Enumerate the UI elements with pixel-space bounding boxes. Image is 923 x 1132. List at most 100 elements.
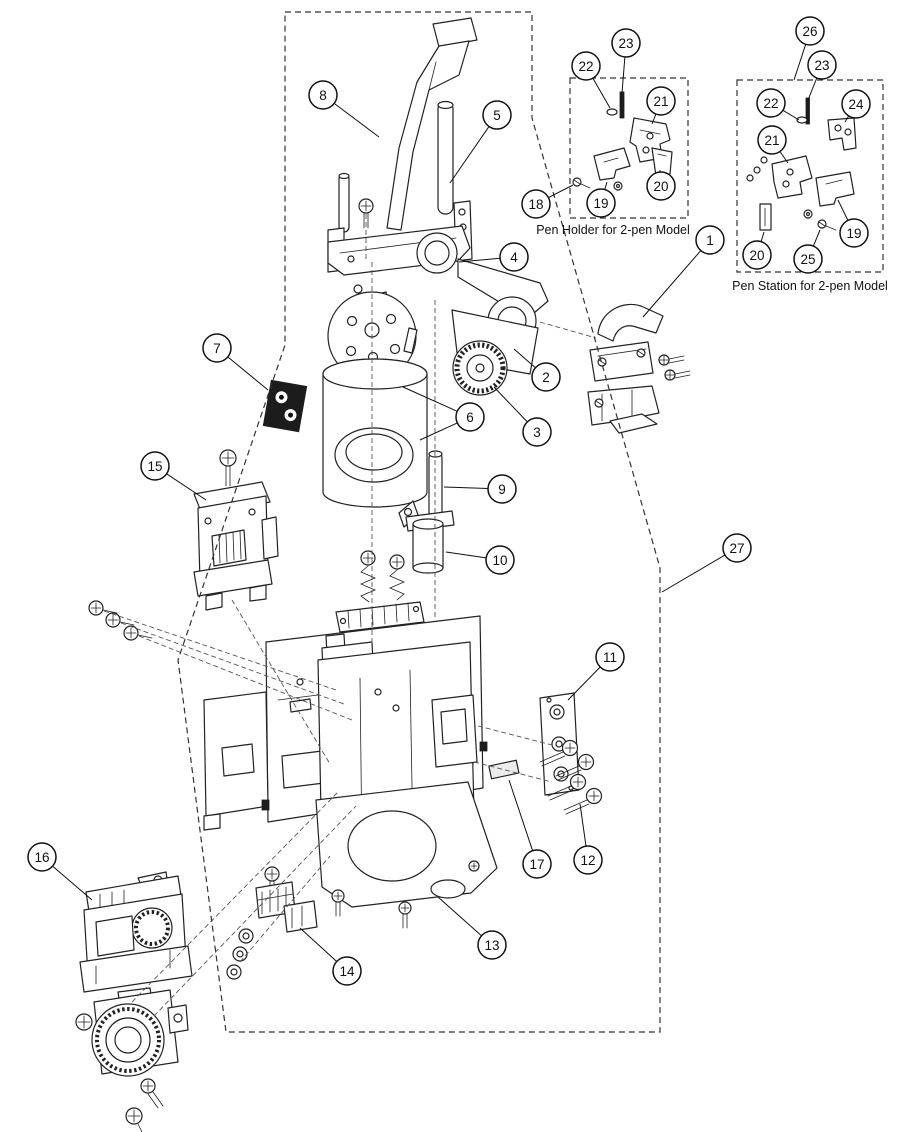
- callout-leader: [579, 803, 587, 847]
- callout-number: 27: [729, 541, 744, 556]
- callout-leader: [651, 113, 657, 125]
- callout-bubble: [807, 50, 837, 80]
- callout-bubble: [793, 244, 823, 274]
- pen-solenoid-part15: [193, 449, 279, 611]
- callout-number: 7: [213, 341, 221, 356]
- spacer-part17: [488, 759, 520, 780]
- callout-21: 21: [757, 125, 789, 164]
- callout-leader: [166, 473, 207, 501]
- callout-number: 24: [848, 97, 864, 112]
- connector-strip: [335, 601, 425, 633]
- callout-number: 13: [484, 938, 499, 953]
- callout-bubble: [742, 240, 772, 270]
- callout-8: 8: [308, 80, 380, 138]
- callout-15: 15: [140, 451, 207, 501]
- callout-number: 2: [542, 370, 550, 385]
- callout-bubble: [140, 451, 170, 481]
- callout-number: 21: [764, 133, 779, 148]
- callout-leader: [812, 229, 821, 247]
- callout-number: 19: [846, 226, 861, 241]
- pen-station-kit-parts: [746, 97, 857, 231]
- callout-leader: [779, 151, 789, 164]
- callout-12: 12: [573, 803, 603, 875]
- callout-bubble: [695, 225, 725, 255]
- callout-bubble: [611, 28, 641, 58]
- callout-leader: [592, 77, 611, 109]
- callout-number: 15: [147, 459, 162, 474]
- callout-bubble: [722, 533, 752, 563]
- callout-number: 6: [466, 410, 474, 425]
- callout-number: 4: [510, 250, 518, 265]
- callout-leader: [493, 386, 528, 423]
- callout-bubble: [482, 100, 512, 130]
- pen-holder-caption: Pen Holder for 2-pen Model: [536, 223, 690, 237]
- callout-17: 17: [508, 779, 552, 879]
- callout-22: 22: [571, 51, 611, 109]
- callout-number: 19: [593, 196, 608, 211]
- callout-leader: [567, 666, 601, 701]
- spring-screws: [359, 550, 406, 603]
- callout-5: 5: [449, 100, 512, 184]
- callout-bubble: [202, 333, 232, 363]
- callout-10: 10: [445, 545, 515, 575]
- chassis: [203, 615, 488, 873]
- callout-bubble: [586, 188, 616, 218]
- callout-leader: [760, 231, 765, 242]
- callout-bubble: [595, 642, 625, 672]
- callout-number: 10: [492, 553, 507, 568]
- callout-number: 1: [706, 233, 714, 248]
- callout-19: 19: [837, 199, 869, 248]
- callout-leader: [333, 103, 380, 138]
- drive-motor: [451, 309, 539, 396]
- bearing-ring: [416, 232, 458, 274]
- callout-bubble: [795, 16, 825, 46]
- callout-20: 20: [646, 169, 676, 201]
- optical-assembly-part16: [75, 871, 193, 1132]
- callout-24: 24: [841, 89, 871, 123]
- callout-4: 4: [458, 242, 529, 272]
- callout-18: 18: [521, 184, 574, 219]
- callout-leader: [621, 56, 626, 94]
- callout-bubble: [841, 89, 871, 119]
- callout-number: 14: [339, 964, 355, 979]
- callout-number: 23: [814, 58, 829, 73]
- callout-leader: [642, 250, 702, 318]
- pen-holder-box: [569, 77, 689, 219]
- callout-leader: [419, 422, 458, 441]
- callout-number: 20: [653, 179, 668, 194]
- callout-bubble: [522, 849, 552, 879]
- callout-bubble: [455, 402, 485, 432]
- callout-leader: [402, 386, 458, 412]
- callout-6: 6: [402, 386, 485, 441]
- callout-9: 9: [443, 474, 517, 504]
- callout-number: 23: [618, 36, 633, 51]
- callout-leader: [782, 109, 800, 121]
- callout-23: 23: [611, 28, 641, 94]
- callout-14: 14: [299, 927, 362, 986]
- callout-number: 9: [498, 482, 506, 497]
- callout-2: 2: [513, 348, 561, 392]
- callout-3: 3: [493, 386, 552, 447]
- callout-19: 19: [586, 181, 616, 218]
- callout-leader: [445, 551, 487, 559]
- callout-number: 21: [653, 94, 668, 109]
- callout-bubble: [477, 930, 507, 960]
- callout-13: 13: [437, 896, 507, 960]
- left-mounting-screws: [88, 600, 153, 641]
- callout-leader: [793, 44, 807, 81]
- callout-number: 26: [802, 24, 817, 39]
- callout-number: 11: [603, 650, 617, 665]
- callout-leader: [227, 356, 269, 391]
- guide-shaft: [338, 100, 454, 233]
- callout-leader: [437, 896, 482, 937]
- callout-1: 1: [642, 225, 725, 318]
- callout-leader: [844, 115, 850, 123]
- drum-coil: [322, 291, 428, 508]
- callout-bubble: [646, 171, 676, 201]
- callout-25: 25: [793, 229, 823, 274]
- callout-leader: [604, 181, 608, 190]
- sensor-block-part7: [262, 379, 308, 433]
- callout-27: 27: [661, 533, 752, 593]
